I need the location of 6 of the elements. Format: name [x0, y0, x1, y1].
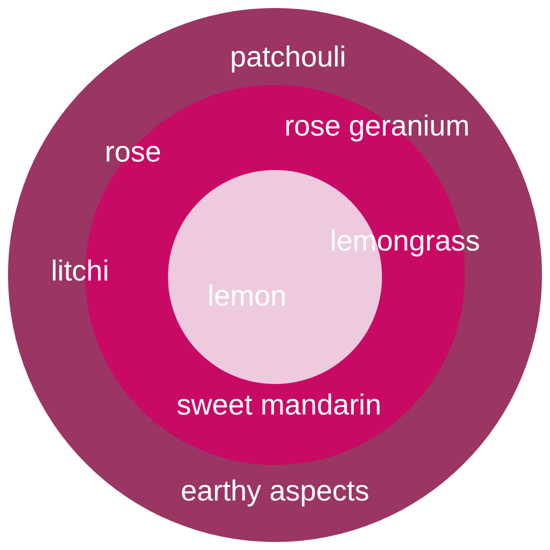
circle-label: earthy aspects — [180, 478, 370, 506]
circle-label: patchouli — [230, 44, 346, 72]
circle-label: rose — [104, 138, 162, 168]
circle-label: sweet mandarin — [176, 392, 382, 420]
circle-label: litchi — [51, 258, 109, 286]
circle-label: rose geranium — [284, 112, 470, 142]
